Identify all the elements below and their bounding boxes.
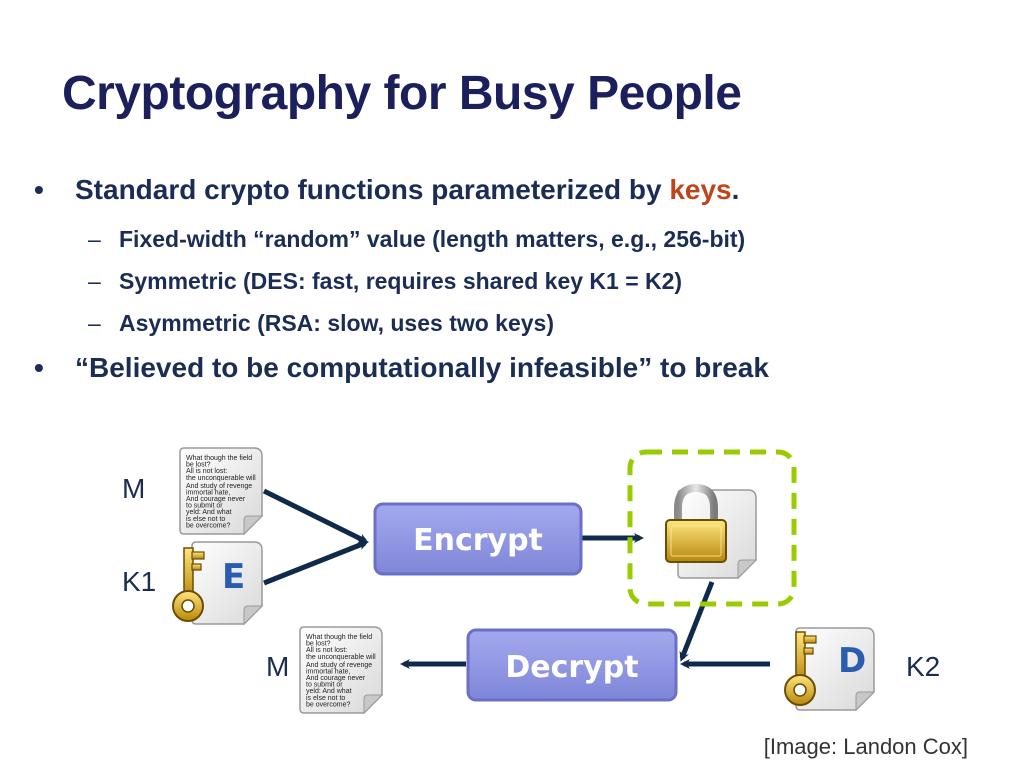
key2-letter: D <box>838 641 866 681</box>
document-line: And courage never <box>186 496 246 503</box>
decrypt-label: Decrypt <box>505 650 638 685</box>
document-line: And study of revenge <box>306 662 372 669</box>
bullet-text-part: . <box>731 174 740 205</box>
flow-arrows <box>262 488 770 669</box>
document-line: the unconquerable will <box>306 654 376 661</box>
document-line: be overcome? <box>306 701 350 708</box>
document-text: What though the field be lost? All is no… <box>306 634 378 708</box>
padlock-icon <box>665 483 758 580</box>
document-line: to submit or <box>306 682 343 689</box>
document-line: All is not lost: <box>306 647 347 654</box>
document-line: to submit or <box>186 503 223 510</box>
document-line: be overcome? <box>186 522 230 529</box>
bullet-text-part: Standard crypto functions parameterized … <box>75 174 670 205</box>
encrypt-box: Encrypt <box>373 502 583 576</box>
bullet-list: • Standard crypto functions parameterize… <box>34 174 769 383</box>
document-line: is else not to <box>306 695 345 702</box>
key-icon: D <box>784 627 876 712</box>
sub-bullet-text: Asymmetric (RSA: slow, uses two keys) <box>119 310 555 336</box>
document-icon: What though the field be lost? All is no… <box>299 626 384 715</box>
sub-bullet-marker: – <box>88 268 101 294</box>
ciphertext-outline <box>627 449 797 607</box>
keyword-highlight: keys <box>669 174 732 205</box>
bullet-text: “Believed to be computationally infeasib… <box>75 352 769 383</box>
message-out-label: M <box>266 651 289 682</box>
document-line: yeld: And what <box>186 509 232 516</box>
bullet-marker: • <box>34 174 44 205</box>
document-line: be lost? <box>306 641 331 648</box>
message-in-label: M <box>122 473 145 504</box>
sub-bullet-text: Fixed-width “random” value (length matte… <box>119 226 746 252</box>
document-line: All is not lost: <box>186 468 227 475</box>
sub-bullet-marker: – <box>88 226 101 252</box>
document-line: And courage never <box>306 675 366 682</box>
document-line: yeld: And what <box>306 688 352 695</box>
document-text: What though the field be lost? All is no… <box>186 455 258 529</box>
document-line: What though the field <box>186 455 252 462</box>
key-icon: E <box>172 541 264 626</box>
document-line: immortal hate, <box>306 668 350 675</box>
document-line: What though the field <box>306 634 372 641</box>
document-line: immortal hate, <box>186 489 230 496</box>
document-line: And study of revenge <box>186 483 252 490</box>
bullet-marker: • <box>34 352 44 383</box>
decrypt-box: Decrypt <box>466 628 678 702</box>
bullet-text: Standard crypto functions parameterized … <box>75 174 739 206</box>
sub-bullet-text: Symmetric (DES: fast, requires shared ke… <box>119 268 683 294</box>
encrypt-label: Encrypt <box>413 523 543 558</box>
key1-letter: E <box>222 557 245 597</box>
document-line: be lost? <box>186 462 211 469</box>
sub-bullet-marker: – <box>88 310 101 336</box>
document-line: the unconquerable will <box>186 475 256 482</box>
key1-label: K1 <box>122 566 156 597</box>
arrow-ciphertext-to-decrypt <box>679 581 715 662</box>
document-icon: What though the field be lost? All is no… <box>179 447 264 536</box>
slide-title: Cryptography for Busy People <box>62 67 742 120</box>
arrow-message-to-encrypt <box>262 488 369 544</box>
key2-label: K2 <box>906 651 940 682</box>
document-line: is else not to <box>186 516 225 523</box>
arrow-key1-to-encrypt <box>263 540 369 586</box>
image-credit: [Image: Landon Cox] <box>763 734 968 759</box>
